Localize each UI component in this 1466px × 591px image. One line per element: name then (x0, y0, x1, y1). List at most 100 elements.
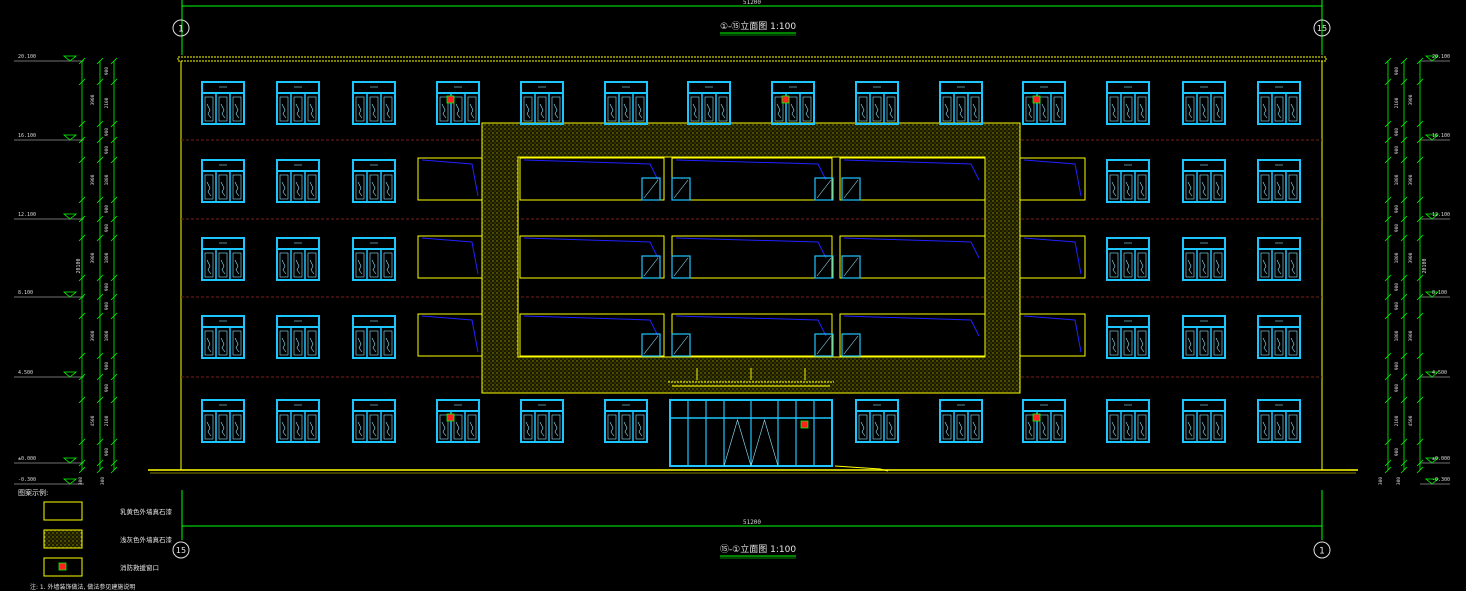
dimension-tick (78, 459, 86, 467)
dimension-tick (1400, 438, 1408, 446)
curtain-mark (234, 259, 240, 275)
dimension-tick (1400, 312, 1408, 320)
window-sash (1288, 330, 1298, 356)
curtain-mark (1262, 337, 1268, 353)
elevation-title-bottom: ⑮-①立面图 1:100 (720, 543, 796, 555)
window-sash (1260, 414, 1270, 440)
window-sash (607, 414, 617, 440)
curtain-mark (860, 103, 866, 119)
window-sash (293, 414, 303, 440)
window-sash (369, 252, 379, 278)
window-frame (1182, 237, 1226, 281)
window-frame (1257, 399, 1301, 443)
curtain-mark (441, 421, 447, 437)
curtain-mark (958, 103, 964, 119)
dimension-tick (1400, 234, 1408, 242)
rescue-window-icon (800, 420, 809, 429)
window (201, 399, 245, 443)
window-frame (201, 399, 245, 443)
window-frame (771, 81, 815, 125)
window-sash (788, 96, 798, 122)
window-sash (218, 330, 228, 356)
dimension-tick (96, 466, 104, 474)
ramp-line (834, 465, 889, 472)
curtain-mark (1111, 421, 1117, 437)
window-sash (279, 414, 289, 440)
dimension-tick (1416, 156, 1424, 164)
glazing-edge (523, 237, 659, 259)
dimension-tick (1400, 352, 1408, 360)
dimension-tick (110, 215, 118, 223)
window (352, 315, 396, 359)
window-frame (939, 399, 983, 443)
curtain-mark (220, 421, 226, 437)
overall-width-top: 51200 (743, 0, 761, 6)
dimension-tick (1384, 274, 1392, 282)
window-sash (1039, 414, 1049, 440)
dimension-tick (78, 293, 86, 301)
curtain-mark (1111, 103, 1117, 119)
dimension-value: 900 (104, 146, 110, 154)
balcony-bay (839, 313, 986, 357)
dimension-tick (110, 312, 118, 320)
curtain-mark (234, 103, 240, 119)
dimension-value: 900 (1394, 302, 1400, 310)
window (436, 81, 480, 125)
curtain-mark (1201, 421, 1207, 437)
curtain-mark (1139, 421, 1145, 437)
curtain-mark (1125, 103, 1131, 119)
window-sash (886, 414, 896, 440)
curtain-mark (455, 421, 461, 437)
window-sash (1274, 414, 1284, 440)
window-sash (1213, 174, 1223, 200)
rescue-window-icon (1032, 95, 1041, 104)
window (1257, 237, 1301, 281)
dimension-tick (78, 196, 86, 204)
dimension-value: 2100 (104, 415, 110, 426)
dimension-tick (78, 373, 86, 381)
balcony-door (641, 255, 661, 279)
window-frame (201, 237, 245, 281)
window (276, 159, 320, 203)
rescue-window-icon (781, 95, 790, 104)
level-triangle (62, 134, 78, 141)
balcony-door (814, 333, 834, 357)
dimension-tick (96, 78, 104, 86)
window-sash (307, 330, 317, 356)
window-frame (1106, 159, 1150, 203)
window-frame (276, 81, 320, 125)
curtain-mark (309, 337, 315, 353)
curtain-mark (1111, 259, 1117, 275)
dimension-tick (96, 57, 104, 65)
window-sash (467, 414, 477, 440)
dimension-value: 900 (1394, 362, 1400, 370)
window (276, 399, 320, 443)
window-frame (1022, 81, 1066, 125)
dimension-tick (96, 156, 104, 164)
dimension-value: 900 (104, 448, 110, 456)
dimension-tick (1416, 234, 1424, 242)
curtain-mark (874, 421, 880, 437)
window (604, 399, 648, 443)
level-triangle (62, 291, 78, 298)
window (1106, 399, 1150, 443)
window-sash (621, 96, 631, 122)
dimension-tick (78, 57, 86, 65)
window-frame (201, 81, 245, 125)
dimension-tick (1416, 466, 1424, 474)
window (939, 399, 983, 443)
dimension-value: 300 (1396, 477, 1402, 485)
window (436, 399, 480, 443)
dimension-value: 900 (1394, 67, 1400, 75)
curtain-mark (206, 421, 212, 437)
curtain-mark (972, 103, 978, 119)
window-sash (1260, 96, 1270, 122)
balcony-bay (519, 235, 665, 279)
window-frame (352, 81, 396, 125)
dimension-value: 900 (104, 283, 110, 291)
level-value: 8.100 (18, 290, 33, 296)
level-value: 20.100 (18, 54, 36, 60)
dimension-tick (78, 466, 86, 474)
dimension-tick (1400, 156, 1408, 164)
balcony-door (841, 255, 861, 279)
